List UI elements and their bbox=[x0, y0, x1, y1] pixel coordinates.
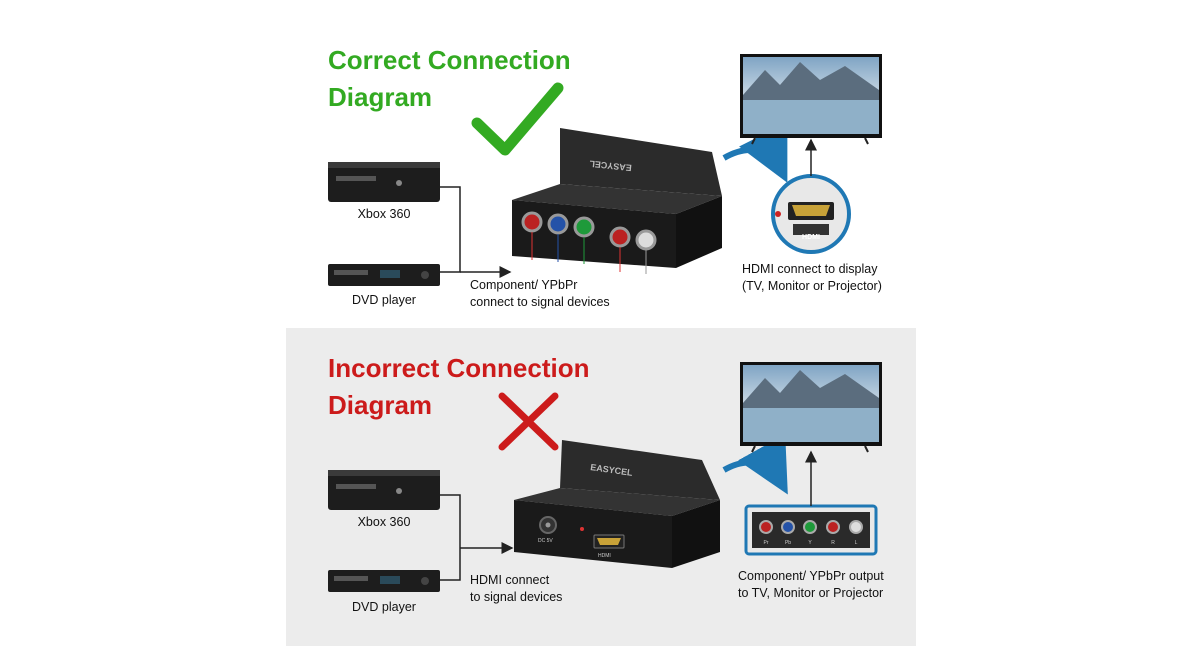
port-label-y: Y bbox=[808, 540, 812, 546]
input-label-top: Component/ YPbPr connect to signal devic… bbox=[470, 278, 610, 309]
port-label-r: R bbox=[831, 540, 835, 546]
incorrect-heading: Incorrect Connection Diagram bbox=[328, 353, 590, 420]
input-label-bottom: HDMI connect to signal devices bbox=[470, 573, 563, 604]
output-label-top: HDMI connect to display (TV, Monitor or … bbox=[742, 262, 882, 293]
port-label-pr: Pr bbox=[764, 540, 769, 546]
tv-display-top bbox=[740, 54, 882, 145]
dvd-player-device-top bbox=[328, 264, 440, 286]
check-icon bbox=[471, 82, 564, 156]
source-label-dvd-bottom: DVD player bbox=[352, 600, 416, 614]
component-ports-zoom-bottom: Pr Pb Y R L bbox=[744, 504, 878, 556]
output-label-bottom: Component/ YPbPr output to TV, Monitor o… bbox=[738, 569, 884, 600]
hdmi-port-zoom-top bbox=[771, 174, 851, 254]
cross-icon bbox=[498, 392, 559, 451]
hdmi-port-label-top: HDMI bbox=[802, 234, 820, 241]
source-label-xbox-bottom: Xbox 360 bbox=[357, 515, 411, 529]
xbox-360-device-top bbox=[328, 162, 440, 202]
tv-display-bottom bbox=[740, 362, 882, 453]
converter-box-top bbox=[512, 128, 722, 274]
port-label-pb: Pb bbox=[785, 540, 791, 546]
port-label-l: L bbox=[855, 540, 858, 546]
source-label-dvd-top: DVD player bbox=[352, 293, 416, 307]
hdmi-port-label-bottom: HDMI bbox=[598, 553, 611, 559]
source-label-xbox-top: Xbox 360 bbox=[357, 207, 411, 221]
xbox-360-device-bottom bbox=[328, 470, 440, 510]
dvd-player-device-bottom bbox=[328, 570, 440, 592]
converter-box-bottom bbox=[514, 440, 720, 568]
dc-5v-label: DC 5V bbox=[538, 538, 553, 544]
correct-heading: Correct Connection Diagram bbox=[328, 45, 571, 112]
converter-brand-top: EASYCEL bbox=[588, 159, 632, 173]
